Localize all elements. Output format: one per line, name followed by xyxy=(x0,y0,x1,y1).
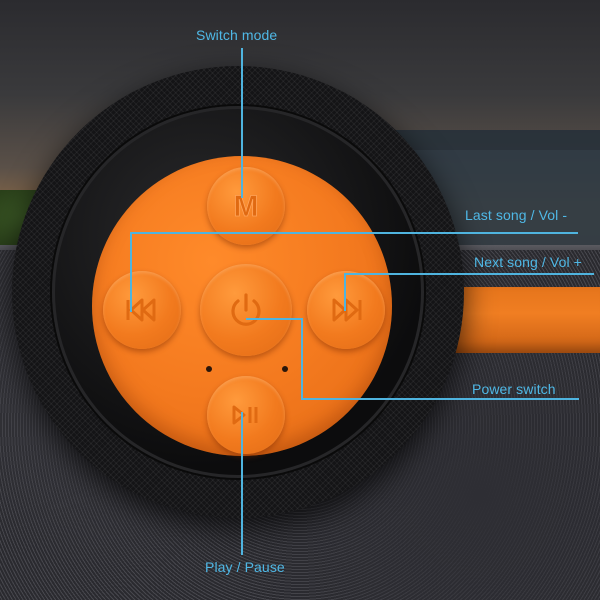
microphone-hole xyxy=(206,366,212,372)
callout-line-mode xyxy=(241,48,243,198)
callout-line-power xyxy=(301,398,579,400)
play-pause-button[interactable] xyxy=(207,376,285,454)
next-song-label: Next song / Vol + xyxy=(474,254,582,270)
callout-line-last xyxy=(130,232,578,234)
previous-track-button[interactable] xyxy=(103,271,181,349)
play-pause-label: Play / Pause xyxy=(205,559,285,575)
last-song-label: Last song / Vol - xyxy=(465,207,568,223)
callout-line-play xyxy=(241,412,243,555)
callout-line-next xyxy=(344,273,346,311)
power-button[interactable] xyxy=(200,264,292,356)
switch-mode-label: Switch mode xyxy=(196,27,278,43)
next-track-button[interactable] xyxy=(307,271,385,349)
power-switch-label: Power switch xyxy=(472,381,556,397)
callout-line-power xyxy=(246,318,302,320)
callout-line-last xyxy=(130,232,132,312)
mode-m-icon: M xyxy=(233,190,259,224)
orange-strap xyxy=(440,287,600,353)
next-track-icon xyxy=(332,298,362,322)
play-pause-icon xyxy=(232,405,258,425)
microphone-hole xyxy=(282,366,288,372)
power-icon xyxy=(231,293,261,326)
svg-text:M: M xyxy=(234,190,259,223)
callout-line-next xyxy=(344,273,594,275)
callout-line-power xyxy=(301,318,303,399)
previous-track-icon xyxy=(126,298,156,322)
